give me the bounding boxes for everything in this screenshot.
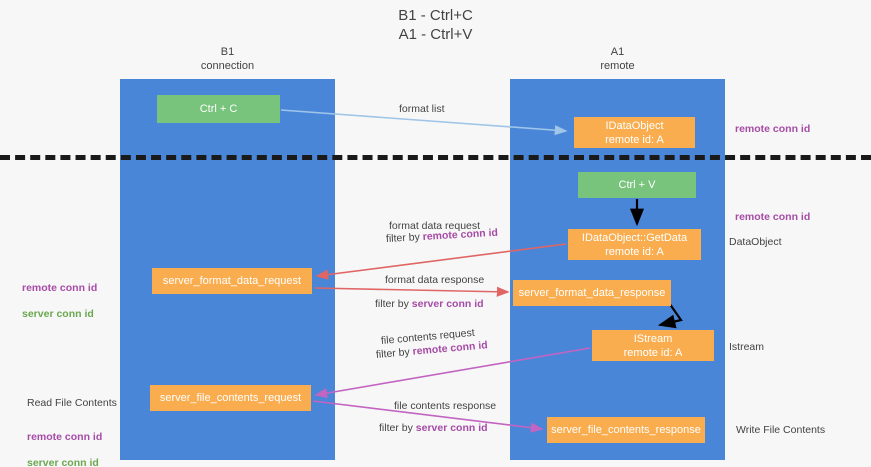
box-idataobject-remote-id: remote id: A — [605, 133, 664, 146]
annotation-left-remote-conn-id-bottom: remote conn id — [27, 431, 103, 443]
annotation-left-server-conn-id-bottom: server conn id — [27, 457, 99, 467]
annotation-istream: Istream — [729, 341, 765, 353]
box-idataobject-getdata[interactable]: IDataObject::GetData remote id: A — [568, 229, 701, 260]
filter-prefix: filter by — [375, 298, 412, 310]
box-server-format-data-request[interactable]: server_format_data_request — [152, 268, 312, 294]
column-header-a1: A1 remote — [600, 46, 635, 72]
edge-label-format-data-request: format data request — [389, 220, 481, 232]
edge-label-format-data-response: format data response — [385, 274, 485, 286]
column-header-b1: B1 connection — [200, 46, 255, 72]
box-idataobject-title: IDataObject — [605, 119, 664, 132]
annotation-write-file-contents: Write File Contents — [736, 424, 826, 436]
filter-value-server-conn-id: server conn id — [415, 422, 488, 434]
box-istream-remote-id: remote id: A — [623, 346, 683, 359]
edge-label-format-list: format list — [399, 103, 445, 115]
filter-value-server-conn-id: server conn id — [411, 298, 484, 310]
annotation-read-file-contents: Read File Contents — [27, 397, 117, 409]
edge-label-file-contents-response: file contents response — [394, 400, 497, 412]
annotation-remote-conn-id-top: remote conn id — [735, 123, 811, 135]
edge-format-data-response — [314, 286, 510, 297]
box-server-file-contents-response-label: server_file_contents_response — [551, 424, 701, 436]
box-server-format-data-request-label: server_format_data_request — [162, 275, 302, 287]
box-server-file-contents-request[interactable]: server_file_contents_request — [150, 385, 311, 411]
box-istream[interactable]: IStream remote id: A — [592, 330, 714, 361]
annotation-left-remote-conn-id-mid: remote conn id — [22, 282, 98, 294]
box-getdata-title: IDataObject::GetData — [581, 231, 688, 244]
diagram-title: B1 - Ctrl+C A1 - Ctrl+V — [398, 7, 473, 43]
phase-separator — [0, 155, 871, 160]
annotation-dataobject: DataObject — [729, 236, 782, 248]
filter-prefix: filter by — [379, 422, 416, 434]
box-idataobject[interactable]: IDataObject remote id: A — [574, 117, 695, 148]
annotation-read-file-block: Read File Contents remote conn id server… — [27, 384, 117, 467]
box-server-file-contents-response[interactable]: server_file_contents_response — [547, 417, 705, 443]
box-ctrl-c-label: Ctrl + C — [199, 103, 238, 115]
box-ctrl-v-label: Ctrl + V — [618, 179, 656, 191]
edge-label-format-data-response-filter: filter by server conn id — [375, 297, 484, 311]
annotation-remote-conn-id-mid: remote conn id — [735, 211, 811, 223]
box-getdata-remote-id: remote id: A — [605, 245, 664, 258]
filter-prefix: filter by — [385, 230, 424, 245]
filter-prefix: filter by — [375, 345, 414, 361]
box-server-format-data-response[interactable]: server_format_data_response — [513, 280, 671, 306]
filter-value-remote-conn-id: remote conn id — [422, 226, 499, 243]
annotation-left-server-conn-id-mid: server conn id — [22, 308, 94, 320]
annotation-left-conn-ids-mid: remote conn id server conn id — [22, 269, 97, 334]
box-istream-title: IStream — [633, 332, 673, 345]
box-server-file-contents-request-label: server_file_contents_request — [159, 392, 302, 404]
box-ctrl-c[interactable]: Ctrl + C — [157, 95, 280, 123]
edge-label-file-contents-response-filter: filter by server conn id — [379, 421, 488, 435]
box-server-format-data-response-label: server_format_data_response — [518, 287, 666, 299]
box-ctrl-v[interactable]: Ctrl + V — [578, 172, 696, 198]
